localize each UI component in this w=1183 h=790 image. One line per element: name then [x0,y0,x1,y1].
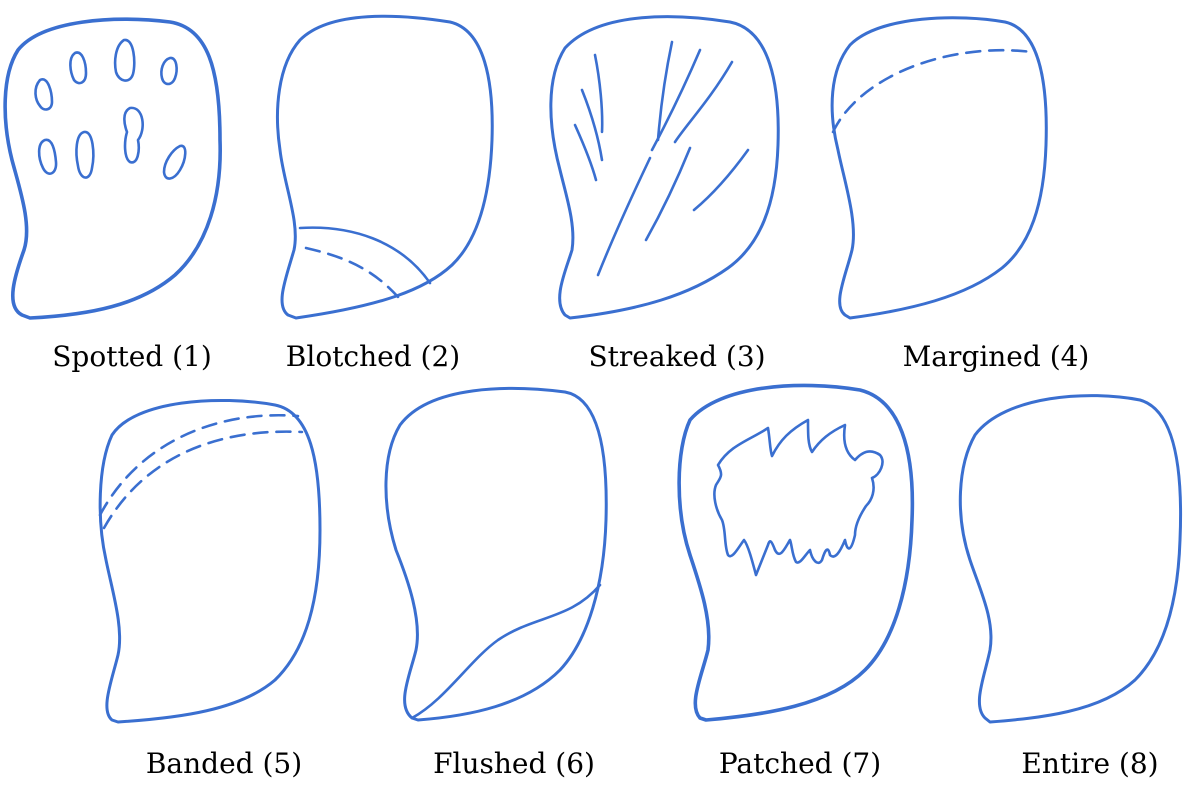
petal-margined [832,18,1046,318]
streak-line [694,150,748,210]
streak-line [675,62,732,142]
spot [39,140,56,174]
petal-banded-outline [100,400,320,722]
patch-outline [714,420,882,575]
spot [76,132,93,178]
petal-flushed [386,388,606,720]
streak-lines [575,42,748,275]
spot [115,40,134,81]
streak-line [598,158,650,275]
spots [35,40,185,179]
spot [164,146,185,179]
petal-margined-outline [832,18,1046,318]
petal-spotted-outline [5,19,220,318]
streak-line [575,125,596,180]
petal-streaked-outline [551,17,778,318]
label-flushed: Flushed (6) [433,747,595,780]
streak-line [652,50,700,150]
spot [161,58,176,84]
label-blotched: Blotched (2) [286,340,460,373]
petal-banded [100,400,320,722]
band-dashed-line-inner [104,432,302,528]
label-banded: Banded (5) [146,747,302,780]
streak-line [646,148,690,240]
label-margined: Margined (4) [903,340,1090,373]
spot [124,108,142,163]
petal-blotched-outline [277,16,492,318]
blotch-boundary [300,228,430,283]
petal-flushed-outline [386,388,606,720]
label-patched: Patched (7) [719,747,881,780]
flush-boundary [412,585,600,718]
label-spotted: Spotted (1) [52,340,212,373]
petal-blotched [277,16,492,318]
petal-entire [960,396,1180,722]
band-dashed-line-outer [100,415,298,515]
label-streaked: Streaked (3) [588,340,765,373]
petal-streaked [551,17,778,318]
petal-spotted [5,19,220,318]
petal-entire-outline [960,396,1180,722]
petal-patched-outline [679,385,912,720]
label-entire: Entire (8) [1021,747,1158,780]
spot [70,53,86,84]
margin-dashed-line [833,50,1032,132]
petal-patched [679,385,912,720]
blotch-dashed-line [306,248,398,297]
spot [35,79,52,109]
streak-line [595,55,602,132]
